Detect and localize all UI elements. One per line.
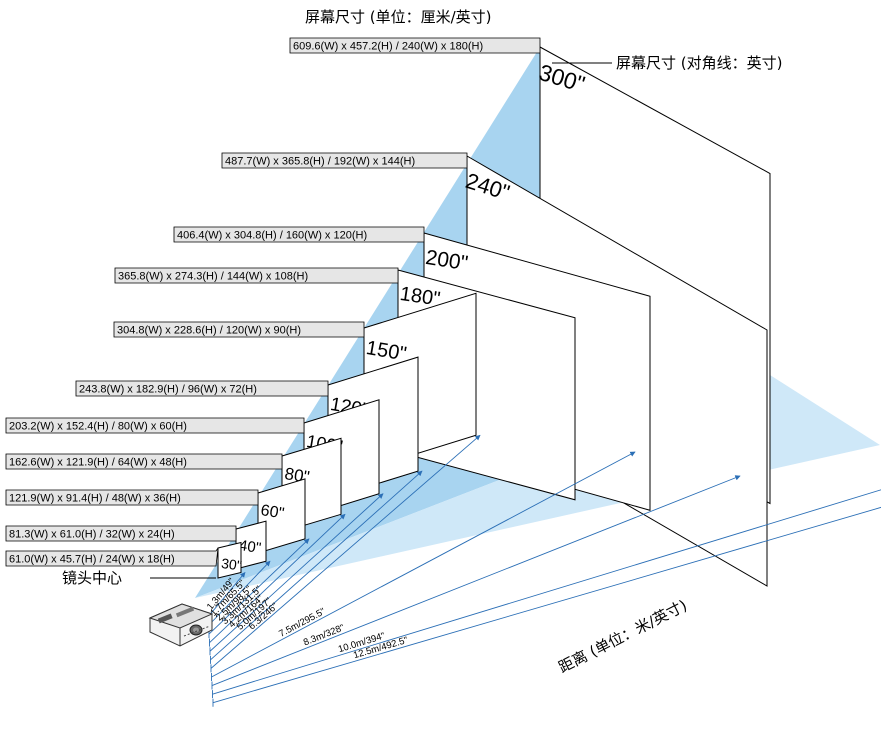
dimension-tag-1: 81.3(W) x 61.0(H) / 32(W) x 24(H)	[5, 525, 237, 542]
dimension-tag-shape	[5, 417, 305, 434]
dimension-tag-10: 609.6(W) x 457.2(H) / 240(W) x 180(H)	[289, 37, 541, 54]
dimension-label: 203.2(W) x 152.4(H) / 80(W) x 60(H)	[9, 421, 187, 433]
screen-0: 30"	[217, 541, 243, 579]
dimension-tag-shape	[5, 547, 219, 567]
screen-size-label: 40"	[238, 537, 262, 557]
dimension-tag-shape	[5, 453, 283, 470]
distance-arrow	[210, 470, 423, 661]
dimension-label: 487.7(W) x 365.8(H) / 192(W) x 144(H)	[225, 156, 415, 168]
dimension-label: 406.4(W) x 304.8(H) / 160(W) x 120(H)	[177, 230, 367, 242]
distance-arrow	[212, 489, 881, 695]
dimension-tag-7: 365.8(W) x 274.3(H) / 144(W) x 108(H)	[114, 267, 399, 284]
screen-size-label: 30"	[220, 555, 242, 574]
distance-arrow	[211, 475, 741, 686]
dimension-tag-shape	[289, 37, 541, 54]
dimension-tag-6: 304.8(W) x 228.6(H) / 120(W) x 90(H)	[113, 321, 365, 338]
dimension-tag-2: 121.9(W) x 91.4(H) / 48(W) x 36(H)	[5, 489, 259, 506]
distance-arrow	[210, 434, 481, 669]
dimension-label: 162.6(W) x 121.9(H) / 64(W) x 48(H)	[9, 457, 187, 469]
dimension-tag-shape	[173, 226, 425, 243]
dimension-label: 81.3(W) x 61.0(H) / 32(W) x 24(H)	[9, 529, 175, 541]
dimension-tag-0: 61.0(W) x 45.7(H) / 24(W) x 18(H)	[5, 547, 219, 567]
screens-layer: 300"240"200"180"150"120"100"80"60"40"30"	[217, 46, 771, 587]
dimension-tag-shape	[5, 489, 259, 506]
distance-arrow	[211, 451, 636, 678]
screen-size-title: 屏幕尺寸 (单位：厘米/英寸)	[305, 8, 492, 26]
distance-arrow	[209, 513, 346, 643]
dimension-labels-layer: 61.0(W) x 45.7(H) / 24(W) x 18(H) 81.3(W)…	[5, 37, 541, 567]
dimension-label: 61.0(W) x 45.7(H) / 24(W) x 18(H)	[9, 554, 175, 566]
diagonal-title: 屏幕尺寸 (对角线：英寸)	[616, 54, 782, 72]
dimension-tag-shape	[5, 525, 237, 542]
dimension-tag-9: 487.7(W) x 365.8(H) / 192(W) x 144(H)	[221, 152, 468, 169]
dimension-tag-4: 203.2(W) x 152.4(H) / 80(W) x 60(H)	[5, 417, 305, 434]
distance-arrow	[208, 560, 271, 626]
dimension-tag-3: 162.6(W) x 121.9(H) / 64(W) x 48(H)	[5, 453, 283, 470]
screen-size-label: 60"	[259, 502, 285, 523]
distance-arrow	[207, 571, 246, 618]
distance-arrow	[212, 506, 881, 704]
dimension-tag-shape	[221, 152, 468, 169]
dimension-tag-shape	[113, 321, 365, 338]
dimension-tag-5: 243.8(W) x 182.9(H) / 96(W) x 72(H)	[75, 380, 329, 397]
dimension-label: 121.9(W) x 91.4(H) / 48(W) x 36(H)	[9, 493, 181, 505]
dimension-tag-shape	[114, 267, 399, 284]
dimension-tag-8: 406.4(W) x 304.8(H) / 160(W) x 120(H)	[173, 226, 425, 243]
dimension-tag-shape	[75, 380, 329, 397]
lens-center-label: 镜头中心	[62, 569, 122, 587]
dimension-label: 365.8(W) x 274.3(H) / 144(W) x 108(H)	[118, 271, 308, 283]
projector-icon	[148, 603, 214, 647]
dimension-label: 304.8(W) x 228.6(H) / 120(W) x 90(H)	[117, 325, 301, 337]
distance-title: 距离 (单位：米/英寸)	[556, 596, 690, 676]
dimension-label: 609.6(W) x 457.2(H) / 240(W) x 180(H)	[293, 41, 483, 53]
dimension-label: 243.8(W) x 182.9(H) / 96(W) x 72(H)	[79, 384, 257, 396]
distance-arrow	[209, 493, 384, 652]
distance-arrow	[208, 538, 310, 635]
